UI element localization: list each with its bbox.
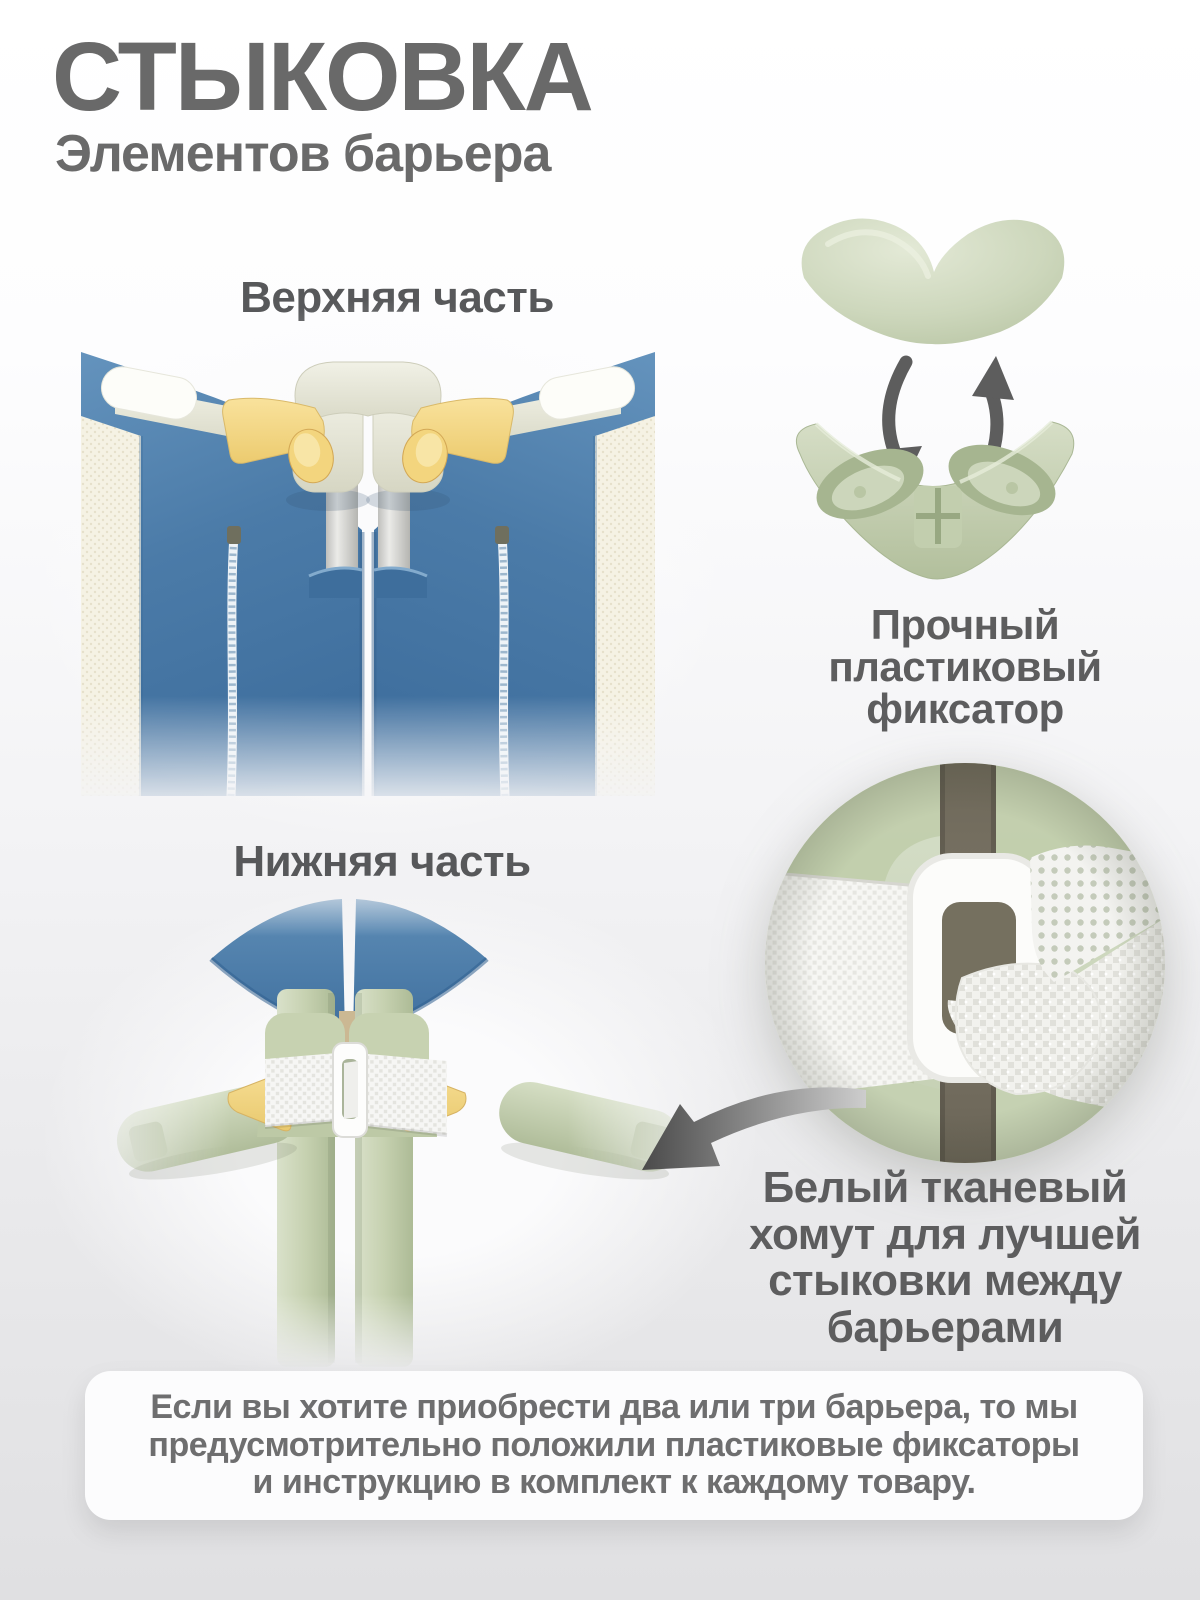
lower-part-label: Нижняя часть bbox=[233, 837, 531, 886]
fixator-top-piece bbox=[801, 218, 1065, 345]
page-subtitle: Элементов барьера bbox=[55, 125, 551, 183]
white-strap bbox=[264, 1042, 448, 1138]
fixator-photo bbox=[796, 218, 1075, 580]
fold-arms bbox=[116, 1081, 682, 1180]
fabric-pocket-folds bbox=[308, 566, 428, 598]
lower-part-photo bbox=[116, 899, 682, 1367]
pointer-arrow-icon bbox=[642, 1087, 866, 1170]
page-title: СТЫКОВКА bbox=[52, 22, 594, 131]
fixator-bottom-piece bbox=[796, 420, 1075, 580]
frame-tubes bbox=[326, 472, 410, 592]
fixator-caption: Прочный пластиковый фиксатор bbox=[828, 601, 1102, 732]
footer-note-card: Если вы хотите приобрести два или три ба… bbox=[85, 1371, 1143, 1520]
strap-caption: Белый тканевый хомут для лучшей стыковки… bbox=[749, 1163, 1141, 1352]
strap-closeup-photo bbox=[765, 763, 1165, 1163]
mesh-side-panels bbox=[81, 416, 655, 796]
yellow-lock-buttons bbox=[222, 397, 514, 484]
upper-part-photo bbox=[81, 352, 655, 797]
zippers bbox=[226, 526, 510, 797]
footer-note-text: Если вы хотите приобрести два или три ба… bbox=[148, 1388, 1080, 1502]
